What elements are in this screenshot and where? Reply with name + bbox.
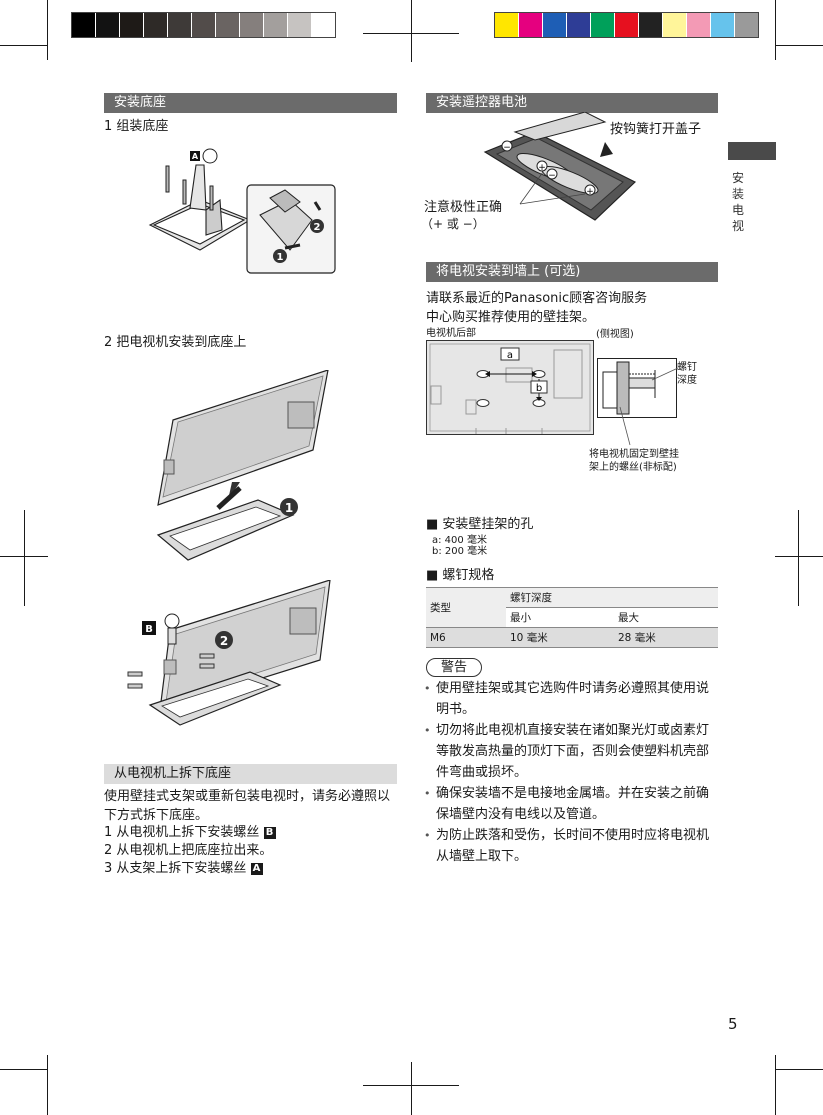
svg-text:−: − [503,143,511,153]
gray-calibration-bar [71,12,336,38]
svg-text:+: + [538,163,546,173]
calibration-swatch [167,13,191,37]
list-item: 切勿将此电视机直接安装在诸如聚光灯或卤素灯等散发高热量的顶灯下面，否则会使塑料机… [424,720,720,783]
screw-depth-label-1: 螺钉 [677,362,697,373]
callout-number-2: 2 [314,222,321,233]
section-title-wall-mount: 将电视安装到墙上 (可选) [426,262,718,282]
calibration-swatch [590,13,614,37]
part-label-a-inline: A [250,862,263,875]
calibration-swatch [686,13,710,37]
page-number: 5 [728,1015,738,1033]
calibration-swatch [638,13,662,37]
step-attach-tv: 2 把电视机安装到底座上 [104,335,247,350]
step-assemble-stand: 1 组装底座 [104,119,169,134]
header-max: 最大 [618,612,639,624]
section-title-remove-stand: 从电视机上拆下底座 [104,764,397,784]
calibration-swatch [614,13,638,37]
calibration-swatch [710,13,734,37]
table-row: M6 10 毫米 28 毫米 [426,627,718,648]
calibration-swatch [518,13,542,37]
tv-screw-fastening-illustration: B 2 [127,580,331,726]
remove-step-2: 2 从电视机上把底座拉出来。 [104,843,273,858]
part-label-b: B [145,624,153,635]
cell-max: 28 毫米 [614,627,718,648]
section-title-install-stand: 安装底座 [104,93,397,113]
list-item: 确保安装墙不是电接地金属墙。并在安装之前确保墙壁内没有电线以及管道。 [424,783,720,825]
remove-intro-text: 使用壁挂式支架或重新包装电视时，请务必遵照以下方式拆下底座。 [104,789,391,823]
list-item: 使用壁挂架或其它选购件时请务必遵照其使用说明书。 [424,678,720,720]
tv-back-mounting-holes-diagram: a b [426,340,594,435]
hole-spacing-a: a: 400 毫米 [432,535,487,546]
header-screw-depth: 螺钉深度 [506,587,718,608]
calibration-swatch [311,13,335,37]
screw-depth-callout-line [651,367,679,381]
polarity-instruction: 注意极性正确 [424,200,503,215]
side-view-label: (侧视图) [596,329,634,340]
mounting-holes-heading: ■ 安装壁挂架的孔 [426,517,534,532]
tv-back-label: 电视机后部 [426,328,476,339]
callout-number-1: 1 [277,252,284,263]
callout-number-1-b: 1 [285,501,293,515]
calibration-swatch [239,13,263,37]
header-min: 最小 [510,612,531,624]
calibration-swatch [495,13,518,37]
calibration-swatch [191,13,215,37]
warning-label: 警告 [426,658,483,677]
screw-depth-label-2: 深度 [677,375,697,386]
wall-bracket-contact-text: 请联系最近的Panasonic顾客咨询服务中心购买推荐使用的壁挂架。 [426,291,648,325]
callout-number-2-b: 2 [220,634,228,648]
bracket-screw-note-2: 架上的螺丝(非标配) [589,462,677,473]
hole-spacing-b: b: 200 毫米 [432,546,488,557]
calibration-swatch [566,13,590,37]
svg-text:+: + [586,187,594,197]
screw-depth-side-view-diagram [597,358,677,418]
list-item: 为防止跌落和受伤，长时间不使用时应将电视机从墙壁上取下。 [424,825,720,867]
calibration-swatch [662,13,686,37]
calibration-swatch [72,13,95,37]
calibration-swatch [119,13,143,37]
header-type: 类型 [426,587,506,628]
svg-text:−: − [548,171,556,181]
remove-step-3: 3 从支架上拆下安装螺丝 A [104,859,263,878]
color-calibration-bar [494,12,759,38]
calibration-swatch [734,13,758,37]
side-tab-label: 安装电视 [731,171,744,233]
side-tab-marker [728,142,776,160]
warning-badge: 警告 [426,656,483,677]
cell-min: 10 毫米 [506,627,614,648]
dimension-b-label: b [536,383,542,394]
calibration-swatch [95,13,119,37]
calibration-swatch [143,13,167,37]
table-header-row: 类型 螺钉深度 [426,587,718,628]
calibration-swatch [542,13,566,37]
remove-step-1: 1 从电视机上拆下安装螺丝 B [104,823,276,842]
warning-list: 使用壁挂架或其它选购件时请务必遵照其使用说明书。 切勿将此电视机直接安装在诸如聚… [424,678,720,867]
screw-spec-table: 类型 螺钉深度 最小 最大 M6 10 毫米 28 毫米 [426,587,718,648]
polarity-sub-instruction: （+ 或 −） [421,217,485,231]
section-title-remote-batteries: 安装遥控器电池 [426,93,718,113]
open-cover-instruction: 按钩簧打开盖子 [610,122,702,137]
calibration-swatch [263,13,287,37]
part-label-a: A [192,152,199,161]
part-label-b-inline: B [263,826,276,839]
calibration-swatch [287,13,311,37]
calibration-swatch [215,13,239,37]
cell-type: M6 [426,627,506,648]
remote-battery-illustration: − + − + [483,112,637,221]
bracket-screw-callout-line [619,406,631,446]
stand-assembly-illustration: 2 1 A [148,148,336,274]
dimension-a-label: a [507,350,513,361]
table-subheader-row: 最小 最大 [426,608,718,628]
tv-mount-on-stand-illustration: 1 [156,370,329,561]
bracket-screw-note-1: 将电视机固定到壁挂 [589,449,679,460]
screw-spec-heading: ■ 螺钉规格 [426,568,495,583]
